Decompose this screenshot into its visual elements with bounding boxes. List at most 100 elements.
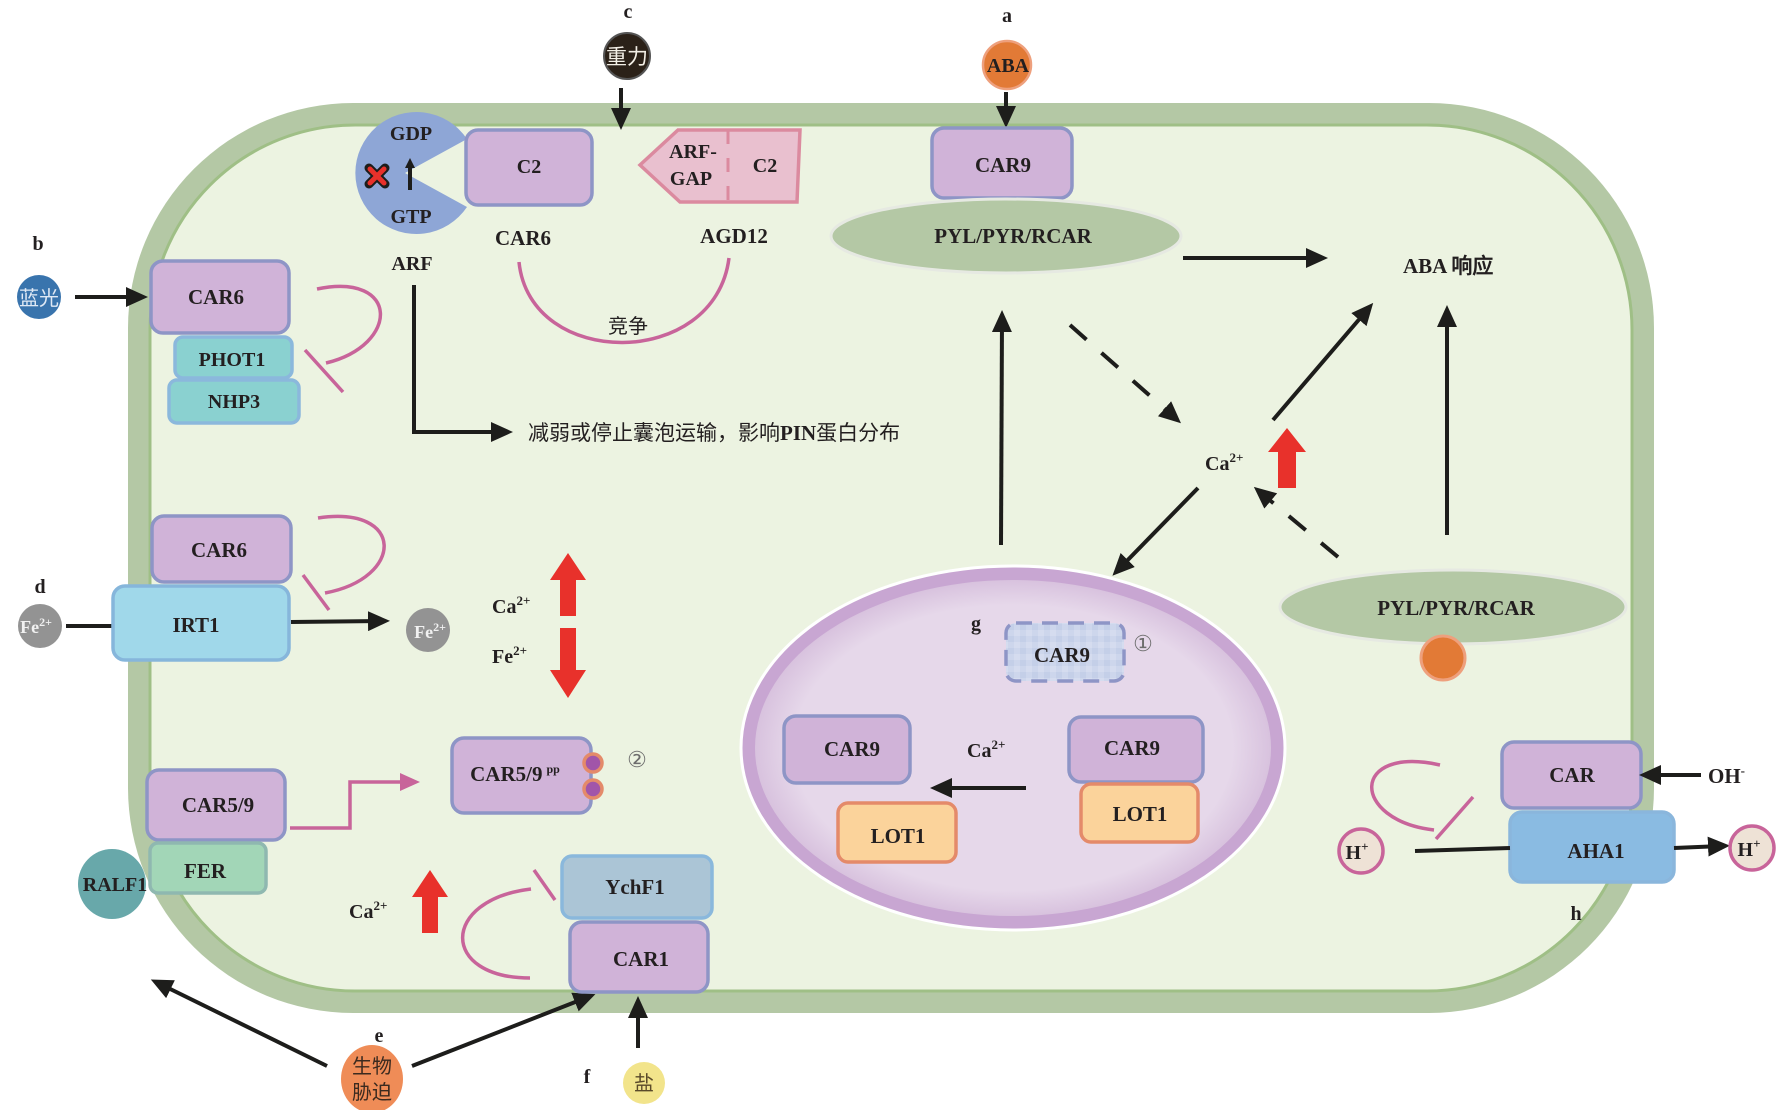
lot1-left-box bbox=[836, 801, 958, 864]
inhibition-arc-f bbox=[461, 887, 532, 980]
pyl-label-top: PYL/PYR/RCAR bbox=[934, 224, 1092, 248]
aha1-label: AHA1 bbox=[1567, 839, 1624, 863]
arf-outcome-arrow bbox=[412, 285, 513, 442]
irt1-label: IRT1 bbox=[172, 613, 219, 637]
fe-decrease-arrow-d bbox=[550, 628, 586, 698]
inhibition-arc-h bbox=[1370, 759, 1441, 832]
competition-arc bbox=[517, 257, 731, 345]
car9-left-label: CAR9 bbox=[824, 737, 880, 761]
aba-response-label: ABA 响应 bbox=[1403, 254, 1493, 278]
h-to-aha1-line bbox=[1414, 846, 1511, 853]
aba-bound-icon bbox=[1419, 634, 1467, 682]
biotic-to-ralf1-arrow bbox=[150, 979, 328, 1068]
car5-9-box bbox=[145, 768, 287, 842]
car-label-h: CAR bbox=[1549, 763, 1595, 787]
car6-label-c: CAR6 bbox=[495, 226, 551, 250]
panel-label-h: h bbox=[1570, 903, 1581, 925]
ralf1-label: RALF1 bbox=[83, 874, 147, 896]
nhp3-label: NHP3 bbox=[208, 391, 260, 413]
c2-label: C2 bbox=[517, 156, 541, 178]
gravity-signal-label: 重力 bbox=[606, 45, 648, 69]
car9-dashed-box bbox=[1004, 621, 1126, 683]
panel-g-nucleus: g CAR9 ① CAR9 LOT1 Ca2+ CAR9 LOT1 bbox=[739, 564, 1287, 932]
ca-to-nucleus-arrow bbox=[1112, 486, 1200, 576]
ca-ion-label-d: Ca2+ bbox=[492, 593, 530, 618]
car6-box-b bbox=[149, 259, 291, 335]
ca-to-response-arrow bbox=[1271, 302, 1374, 422]
blocked-x-icon bbox=[364, 163, 390, 189]
agd12-shape bbox=[637, 128, 802, 204]
phosphate-group-1 bbox=[582, 752, 604, 774]
h-ion-outside-label: H+ bbox=[1738, 836, 1761, 861]
note-1-label: ① bbox=[1133, 631, 1153, 656]
arf-label: ARF bbox=[391, 253, 432, 275]
fe-ion-inside-icon bbox=[406, 608, 450, 652]
inhibition-bar-f bbox=[532, 868, 557, 902]
fe-ion-outside-label: Fe2+ bbox=[20, 615, 52, 637]
h-ion-inside-icon bbox=[1337, 827, 1385, 875]
panel-h: CAR AHA1 OH- H+ H+ h bbox=[1337, 740, 1776, 925]
panel-label-b: b bbox=[32, 233, 43, 255]
blue-light-label: 蓝光 bbox=[19, 286, 59, 310]
ca-ion-label-g: Ca2+ bbox=[967, 737, 1005, 762]
fer-label: FER bbox=[184, 859, 227, 883]
panel-b: b 蓝光 CAR6 PHOT1 NHP3 bbox=[17, 233, 383, 425]
biotic-stress-label-line2: 胁迫 bbox=[352, 1080, 392, 1104]
ca-increase-arrow-f bbox=[412, 870, 448, 933]
salt-signal-label: 盐 bbox=[634, 1071, 654, 1095]
car9-right-box bbox=[1067, 715, 1205, 784]
salt-signal-icon bbox=[623, 1062, 665, 1104]
ychf1-label: YchF1 bbox=[605, 875, 665, 899]
phosphorylation-arrow bbox=[290, 773, 420, 830]
pyl-label-bottom: PYL/PYR/RCAR bbox=[1377, 596, 1535, 620]
panel-label-g: g bbox=[971, 613, 981, 635]
agd12-label: AGD12 bbox=[700, 224, 768, 248]
inhibition-arc-d bbox=[317, 514, 386, 595]
aba-signal-label: ABA bbox=[987, 55, 1030, 77]
nucleus-to-pyl-arrow bbox=[991, 310, 1012, 546]
inhibition-bar-b bbox=[303, 348, 345, 394]
irt1-box bbox=[111, 584, 291, 662]
panel-label-f: f bbox=[584, 1066, 591, 1088]
nhp3-box bbox=[167, 378, 301, 425]
phosphate-group-2 bbox=[582, 778, 604, 800]
ralf1-ligand bbox=[78, 849, 146, 919]
fe-ion-outside-icon bbox=[18, 604, 62, 648]
car1-box bbox=[568, 920, 710, 994]
car6-label-d: CAR6 bbox=[191, 538, 247, 562]
car1-label: CAR1 bbox=[613, 947, 669, 971]
gtp-label: GTP bbox=[390, 206, 431, 228]
pyl-receptor-top bbox=[829, 197, 1183, 275]
inhibition-bar-h bbox=[1434, 795, 1475, 841]
panel-c: c 重力 GDP GTP ARF C2 CAR6 ARF- GAP C2 AGD… bbox=[355, 1, 900, 445]
car9-right-label: CAR9 bbox=[1104, 736, 1160, 760]
ca-ion-label-f: Ca2+ bbox=[349, 898, 387, 923]
car6-c2-domain bbox=[464, 128, 594, 207]
outcome-prefix: 减弱或停止囊泡运输，影响 bbox=[528, 421, 780, 445]
biotic-to-car1-arrow bbox=[411, 992, 596, 1068]
ychf1-box bbox=[560, 854, 714, 920]
panel-label-e: e bbox=[375, 1025, 384, 1047]
panel-a: a ABA CAR9 PYL/PYR/RCAR ABA 响应 Ca2+ PYL/… bbox=[829, 5, 1628, 682]
aba-signal-icon bbox=[981, 39, 1033, 91]
outcome-suffix: 蛋白分布 bbox=[816, 421, 900, 445]
ca-increase-arrow-d bbox=[550, 553, 586, 616]
car5-9-label: CAR5/9 bbox=[182, 793, 254, 817]
gravity-signal-icon bbox=[603, 32, 651, 80]
arf-gap-label-line2: GAP bbox=[670, 168, 712, 190]
fer-box bbox=[148, 841, 268, 895]
car9-label-a: CAR9 bbox=[975, 153, 1031, 177]
pyl-lower-to-ca-dashed-arrow bbox=[1253, 486, 1340, 559]
panel-d: d Fe2+ CAR6 IRT1 Fe2+ Ca2+ Fe2+ bbox=[18, 514, 586, 698]
car6-label-b: CAR6 bbox=[188, 285, 244, 309]
fe-ion-label-d: Fe2+ bbox=[492, 643, 527, 668]
ca-ion-label-a: Ca2+ bbox=[1205, 450, 1243, 475]
inhibition-bar-d bbox=[301, 573, 331, 612]
arf-gap-label-line1: ARF- bbox=[669, 141, 717, 163]
biotic-stress-signal-icon bbox=[341, 1045, 403, 1110]
note-2-label: ② bbox=[627, 747, 647, 772]
panel-label-a: a bbox=[1002, 5, 1012, 27]
agd12-c2-label: C2 bbox=[753, 155, 777, 177]
